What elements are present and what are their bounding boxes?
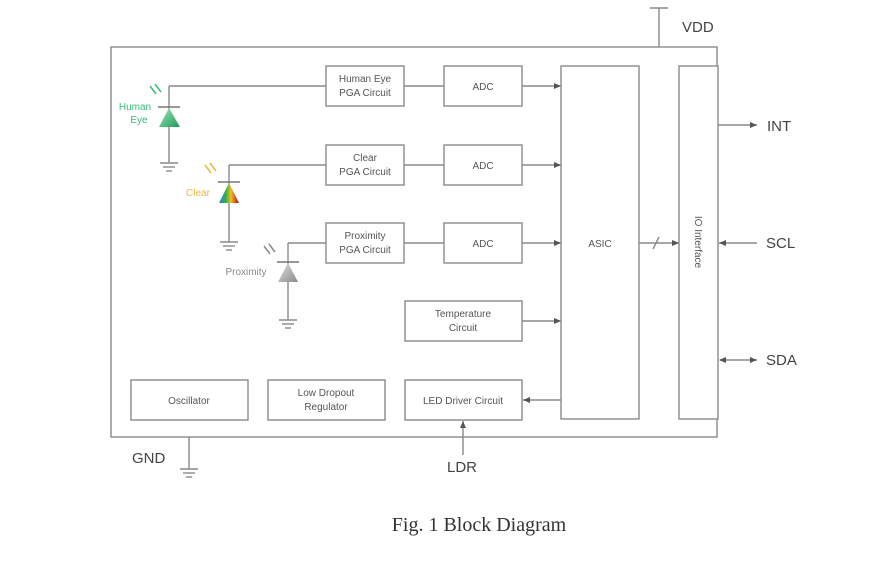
svg-text:Circuit: Circuit [449, 323, 478, 334]
svg-text:Human Eye: Human Eye [339, 74, 392, 85]
proximity-photodiode: Proximity [225, 242, 326, 329]
svg-text:IO Interface: IO Interface [692, 216, 703, 269]
svg-text:LED Driver Circuit: LED Driver Circuit [423, 396, 503, 407]
svg-text:Temperature: Temperature [435, 309, 492, 320]
svg-text:Proximity: Proximity [344, 231, 385, 242]
pga-clear-block: Clear PGA Circuit [325, 144, 405, 186]
vdd-label: VDD [682, 19, 714, 36]
photodiode-icon [278, 263, 298, 282]
pga-human-eye-block: Human Eye PGA Circuit [325, 65, 405, 107]
svg-text:PGA Circuit: PGA Circuit [339, 167, 391, 178]
gnd-pin: GND [132, 437, 198, 478]
photodiode-icon [219, 183, 239, 203]
light-rays-icon [149, 83, 162, 95]
led-driver-circuit-block: LED Driver Circuit [404, 379, 523, 421]
svg-text:Regulator: Regulator [304, 402, 348, 413]
figure-caption: Fig. 1 Block Diagram [392, 514, 567, 536]
int-pin: INT [718, 118, 791, 135]
adc-block-2: ADC [443, 144, 523, 186]
adc-block-3: ADC [443, 222, 523, 264]
svg-text:Oscillator: Oscillator [168, 396, 210, 407]
svg-text:INT: INT [767, 118, 791, 135]
temperature-circuit-block: Temperature Circuit [404, 300, 523, 342]
gnd-label: GND [132, 450, 166, 467]
svg-text:Clear: Clear [353, 153, 378, 164]
svg-text:SCL: SCL [766, 235, 795, 252]
proximity-label: Proximity [225, 267, 266, 278]
svg-text:SDA: SDA [766, 352, 797, 369]
svg-text:Low Dropout: Low Dropout [298, 388, 355, 399]
sda-pin: SDA [719, 352, 797, 369]
vdd-pin: VDD [650, 7, 714, 47]
scl-pin: SCL [719, 235, 795, 252]
svg-text:ADC: ADC [472, 239, 493, 250]
pga-proximity-block: Proximity PGA Circuit [325, 222, 405, 264]
svg-text:ASIC: ASIC [588, 239, 611, 250]
oscillator-block: Oscillator [130, 379, 249, 421]
light-rays-icon [204, 162, 217, 174]
clear-label: Clear [186, 188, 211, 199]
svg-text:ADC: ADC [472, 161, 493, 172]
low-dropout-regulator-block: Low Dropout Regulator [267, 379, 386, 421]
human-eye-label-2: Eye [130, 115, 148, 126]
svg-text:PGA Circuit: PGA Circuit [339, 88, 391, 99]
light-rays-icon [263, 243, 276, 255]
clear-photodiode: Clear [186, 162, 326, 251]
human-eye-photodiode: Human Eye [119, 83, 326, 172]
svg-text:PGA Circuit: PGA Circuit [339, 245, 391, 256]
photodiode-icon [159, 108, 180, 127]
svg-text:ADC: ADC [472, 82, 493, 93]
human-eye-label-1: Human [119, 102, 151, 113]
adc-block-1: ADC [443, 65, 523, 107]
svg-text:LDR: LDR [447, 459, 477, 476]
asic-io-bus [639, 236, 679, 250]
asic-block: ASIC [560, 65, 640, 420]
ldr-pin: LDR [447, 421, 477, 476]
io-interface-block: IO Interface [678, 65, 719, 420]
